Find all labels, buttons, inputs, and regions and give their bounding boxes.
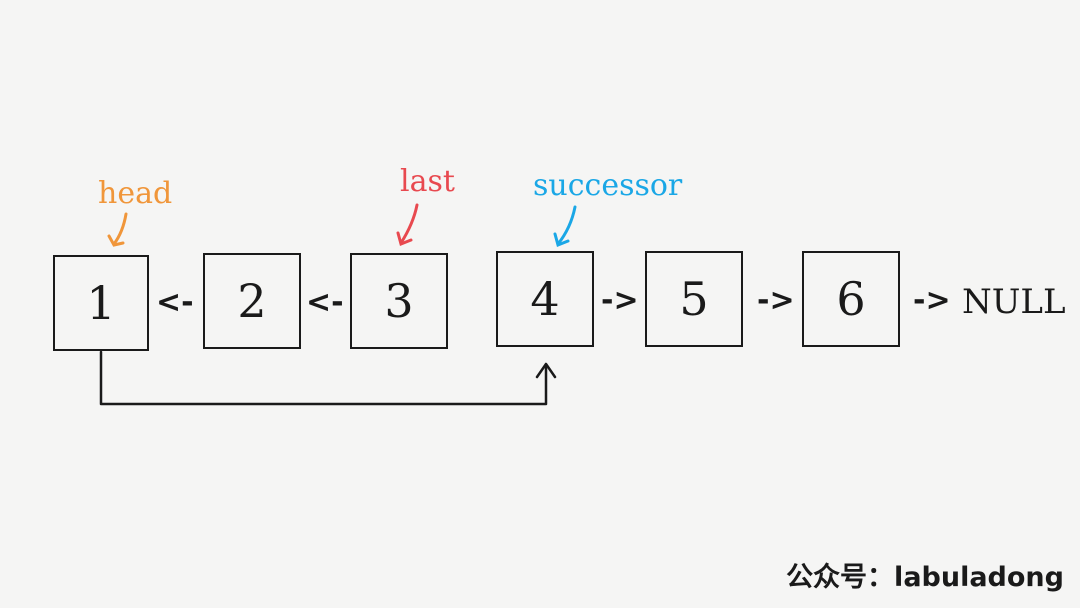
node-6: 6 — [802, 251, 900, 347]
back-link-3-2: <- — [306, 285, 344, 320]
node-5: 5 — [645, 251, 743, 347]
fwd-link-4-5: -> — [601, 283, 639, 318]
node-1: 1 — [53, 255, 149, 351]
head-pointer-arrow — [107, 212, 128, 247]
successor-pointer-label: successor — [533, 168, 683, 203]
head-pointer-label: head — [98, 176, 173, 211]
last-pointer-arrow — [396, 203, 419, 247]
node-2: 2 — [203, 253, 301, 349]
node-4: 4 — [496, 251, 594, 347]
back-link-2-1: <- — [156, 285, 194, 320]
watermark: 公众号：labuladong — [786, 562, 1064, 593]
last-pointer-label: last — [400, 164, 455, 199]
node-3: 3 — [350, 253, 448, 349]
null-label: NULL — [962, 282, 1066, 322]
node1-to-node4-connector — [99, 350, 557, 406]
fwd-link-6-null: -> — [913, 283, 951, 318]
fwd-link-5-6: -> — [757, 283, 795, 318]
successor-pointer-arrow — [553, 205, 577, 248]
